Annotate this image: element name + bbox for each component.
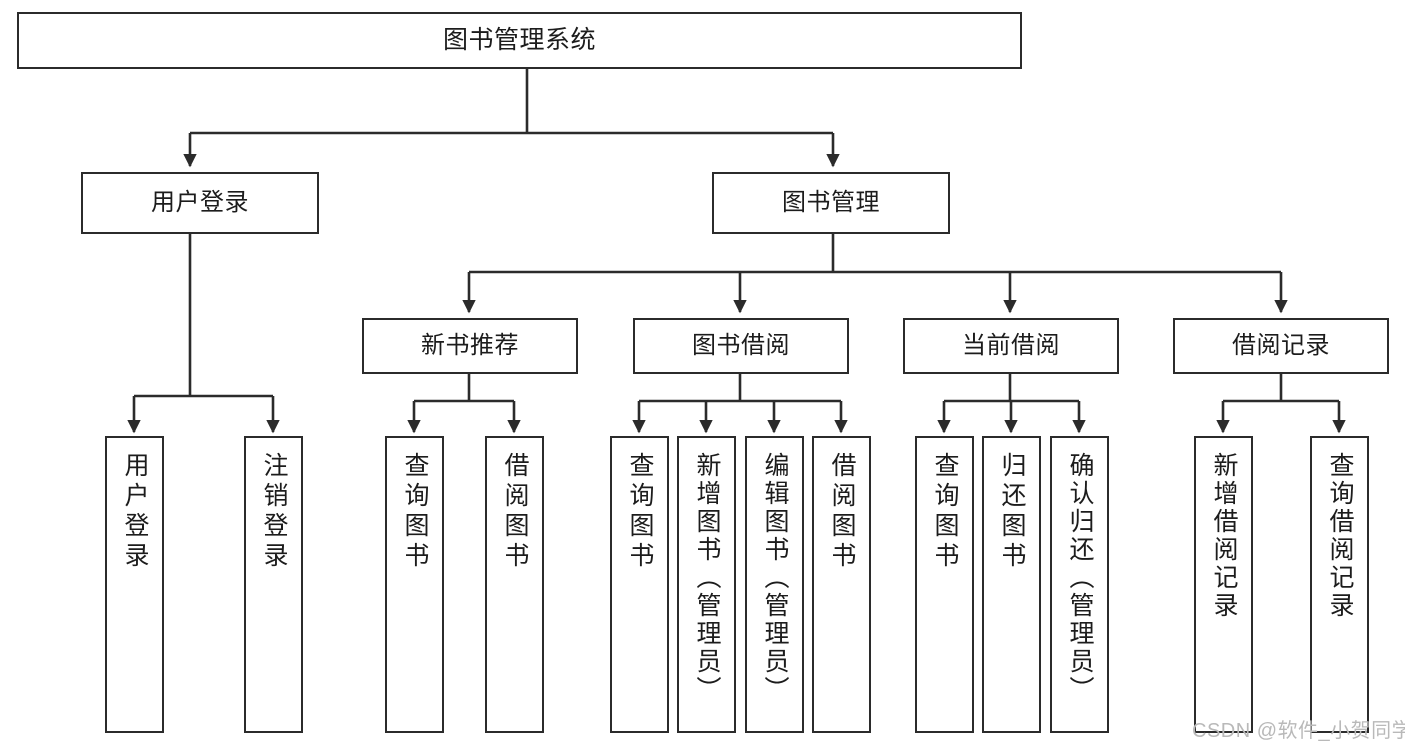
leaf-record-query-borrow-record[interactable]: 查询借阅记录 <box>1310 436 1369 733</box>
node-label: 查询借阅记录 <box>1326 452 1354 620</box>
node-label: 用户登录 <box>151 188 249 216</box>
node-label: 确认归还（管理员） <box>1066 452 1094 704</box>
node-label: 用户登录 <box>121 452 149 572</box>
leaf-borrow-edit-book-admin[interactable]: 编辑图书（管理员） <box>745 436 804 733</box>
node-label: 借阅图书 <box>501 452 529 572</box>
node-user-login[interactable]: 用户登录 <box>81 172 319 234</box>
leaf-recommend-query-book[interactable]: 查询图书 <box>385 436 444 733</box>
leaf-recommend-borrow-book[interactable]: 借阅图书 <box>485 436 544 733</box>
node-label: 新增图书（管理员） <box>693 452 721 704</box>
node-label: 归还图书 <box>998 452 1026 572</box>
node-label: 查询图书 <box>401 452 429 572</box>
leaf-borrow-query-book[interactable]: 查询图书 <box>610 436 669 733</box>
node-label: 新增借阅记录 <box>1210 452 1238 620</box>
node-label: 注销登录 <box>260 452 288 572</box>
node-label: 借阅记录 <box>1232 331 1330 359</box>
node-label: 查询图书 <box>931 452 959 572</box>
node-label: 编辑图书（管理员） <box>761 452 789 704</box>
node-borrow-record[interactable]: 借阅记录 <box>1173 318 1389 374</box>
node-label: 查询图书 <box>626 452 654 572</box>
leaf-current-query-book[interactable]: 查询图书 <box>915 436 974 733</box>
leaf-borrow-borrow-book[interactable]: 借阅图书 <box>812 436 871 733</box>
leaf-record-add-borrow-record[interactable]: 新增借阅记录 <box>1194 436 1253 733</box>
node-label: 图书管理 <box>782 188 880 216</box>
node-book-borrow[interactable]: 图书借阅 <box>633 318 849 374</box>
leaf-logout-login[interactable]: 注销登录 <box>244 436 303 733</box>
node-label: 图书管理系统 <box>442 25 596 54</box>
node-label: 借阅图书 <box>828 452 856 572</box>
node-label: 新书推荐 <box>421 331 519 359</box>
node-root-book-management-system[interactable]: 图书管理系统 <box>17 12 1022 69</box>
node-label: 图书借阅 <box>692 331 790 359</box>
watermark-text: CSDN @软件_小贺同学 <box>1192 720 1405 742</box>
node-label: 当前借阅 <box>962 331 1060 359</box>
node-book-management[interactable]: 图书管理 <box>712 172 950 234</box>
leaf-user-login[interactable]: 用户登录 <box>105 436 164 733</box>
node-new-book-recommend[interactable]: 新书推荐 <box>362 318 578 374</box>
leaf-current-return-book[interactable]: 归还图书 <box>982 436 1041 733</box>
leaf-current-confirm-return-admin[interactable]: 确认归还（管理员） <box>1050 436 1109 733</box>
leaf-borrow-add-book-admin[interactable]: 新增图书（管理员） <box>677 436 736 733</box>
node-current-borrow[interactable]: 当前借阅 <box>903 318 1119 374</box>
